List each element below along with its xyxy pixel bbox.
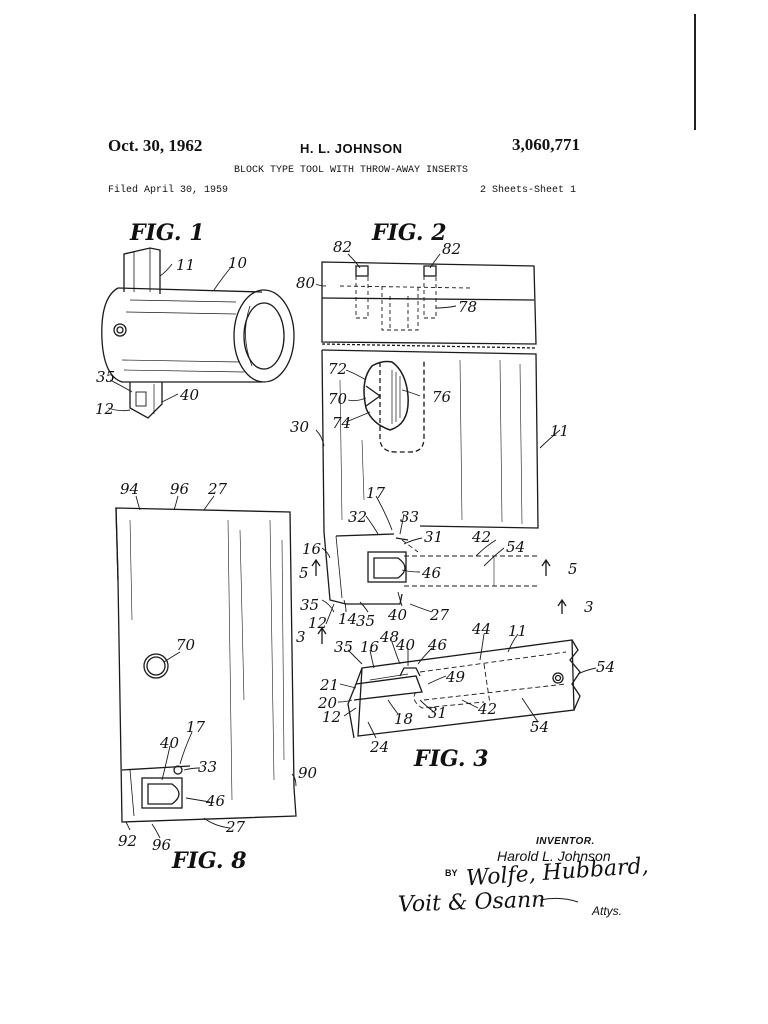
fig1-ref-40: 40	[179, 386, 200, 404]
patent-date: Oct. 30, 1962	[108, 136, 203, 155]
fig2-ref-78: 78	[458, 298, 477, 316]
fig8-ref-17: 17	[186, 718, 206, 736]
fig2-ref-35a: 35	[300, 596, 319, 614]
fig3-ref-49: 49	[445, 668, 466, 686]
fig3-label: FIG. 3	[413, 746, 489, 772]
fig3-drawing: FIG. 3	[296, 620, 615, 772]
fig2-drawing: FIG. 2	[290, 220, 594, 632]
fig3-ref-24: 24	[369, 738, 389, 756]
sheet-count: 2 Sheets-Sheet 1	[480, 185, 577, 196]
fig8-drawing: FIG. 8	[115, 480, 318, 874]
fig3-ref-18: 18	[394, 710, 413, 728]
patent-number: 3,060,771	[512, 135, 580, 154]
fig3-ref-3: 3	[296, 628, 306, 646]
fig3-ref-21: 21	[319, 676, 339, 694]
fig3-ref-20: 20	[317, 694, 338, 712]
fig2-ref-42: 42	[471, 528, 491, 546]
fig1-ref-12: 12	[95, 400, 114, 418]
fig1-drawing: FIG. 1 11 10 35 40	[95, 220, 295, 419]
fig2-label: FIG. 2	[371, 220, 447, 246]
fig2-ref-54: 54	[506, 538, 525, 556]
fig3-ref-44: 44	[471, 620, 491, 638]
attorneys-label: Attys.	[592, 904, 623, 918]
fig2-ref-30: 30	[290, 418, 310, 436]
fig3-ref-54-bottom: 54	[530, 718, 549, 736]
fig3-ref-40: 40	[395, 636, 416, 654]
fig2-ref-12: 12	[308, 614, 327, 632]
fig3-ref-12: 12	[322, 708, 341, 726]
fig8-ref-96-top: 96	[170, 480, 190, 498]
fig8-ref-96-bottom: 96	[152, 836, 172, 854]
fig2-ref-5-right: 5	[568, 560, 578, 578]
fig2-ref-32: 32	[348, 508, 367, 526]
fig2-ref-16: 16	[302, 540, 322, 558]
fig2-ref-33: 33	[400, 508, 419, 526]
fig8-ref-92: 92	[118, 832, 137, 850]
inventor-name: Harold L. Johnson	[497, 848, 611, 864]
signature-swash	[539, 897, 579, 903]
fig3-ref-42: 42	[477, 700, 497, 718]
filed-date: Filed April 30, 1959	[108, 185, 229, 196]
fig2-ref-27: 27	[429, 606, 450, 624]
fig2-ref-14: 14	[338, 610, 357, 628]
fig2-ref-80: 80	[296, 274, 316, 292]
fig2-ref-76: 76	[432, 388, 452, 406]
fig2-ref-46: 46	[421, 564, 442, 582]
fig1-ref-11: 11	[176, 256, 195, 274]
fig8-ref-27-top: 27	[207, 480, 228, 498]
fig2-ref-31: 31	[424, 528, 443, 546]
fig3-ref-35: 35	[334, 638, 353, 656]
fig3-ref-16: 16	[360, 638, 380, 656]
fig1-ref-10: 10	[228, 254, 248, 272]
fig2-ref-74: 74	[332, 414, 351, 432]
attorney-signature-line2: Voit & Osann	[397, 887, 546, 918]
inventor-heading: INVENTOR.	[536, 836, 595, 847]
fig8-ref-90: 90	[298, 764, 318, 782]
fig2-ref-40: 40	[387, 606, 408, 624]
fig2-ref-3: 3	[584, 598, 594, 616]
fig2-ref-35b: 35	[356, 612, 375, 630]
fig2-ref-72: 72	[328, 360, 347, 378]
fig2-ref-82a: 82	[333, 238, 352, 256]
fig1-label: FIG. 1	[129, 220, 205, 246]
by-label: BY	[445, 868, 458, 878]
fig2-ref-5-left: 5	[299, 564, 309, 582]
fig8-ref-40: 40	[159, 734, 180, 752]
fig8-ref-46: 46	[205, 792, 226, 810]
fig8-ref-27-bottom: 27	[225, 818, 246, 836]
scan-edge-line	[694, 14, 696, 130]
fig8-ref-94: 94	[120, 480, 139, 498]
fig2-ref-82b: 82	[442, 240, 461, 258]
fig3-ref-11: 11	[508, 622, 527, 640]
fig2-ref-17: 17	[366, 484, 386, 502]
patent-title: BLOCK TYPE TOOL WITH THROW-AWAY INSERTS	[234, 165, 469, 176]
fig8-ref-70: 70	[176, 636, 196, 654]
fig2-ref-11: 11	[550, 422, 569, 440]
fig3-ref-54-right: 54	[596, 658, 615, 676]
fig1-ref-35: 35	[96, 368, 115, 386]
fig3-ref-48: 48	[379, 628, 399, 646]
inventor-short-name: H. L. JOHNSON	[300, 141, 403, 156]
fig3-ref-46: 46	[427, 636, 448, 654]
fig8-label: FIG. 8	[171, 848, 247, 874]
fig3-ref-31: 31	[428, 704, 447, 722]
fig2-ref-70: 70	[328, 390, 348, 408]
fig8-ref-33: 33	[198, 758, 217, 776]
